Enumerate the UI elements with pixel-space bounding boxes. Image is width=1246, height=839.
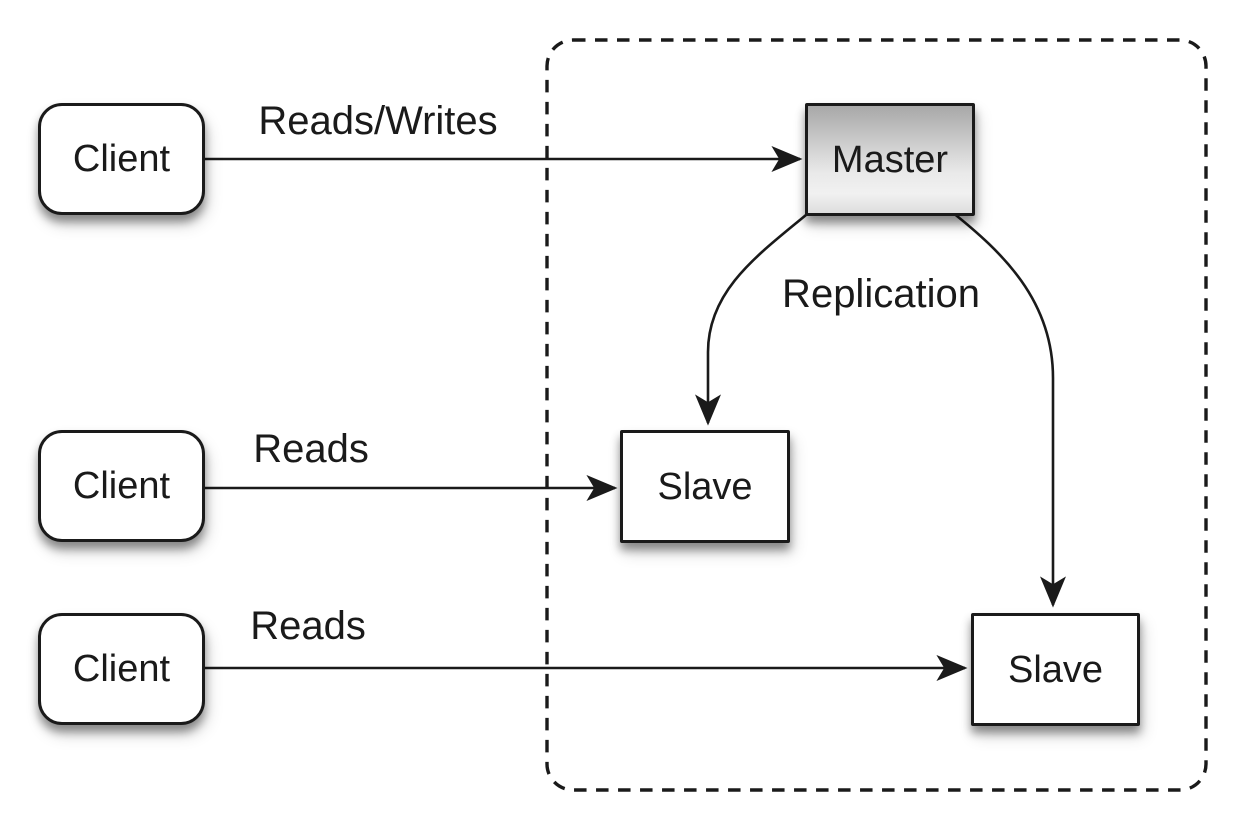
node-slave-bottom: Slave (971, 613, 1140, 726)
node-client-bottom: Client (38, 613, 205, 725)
node-master: Master (805, 103, 975, 216)
replication-boundary-dashed-box (545, 38, 1208, 792)
node-slave-bottom-label: Slave (1007, 648, 1104, 691)
node-slave-middle-label: Slave (657, 465, 753, 508)
edge-label-reads-writes: Reads/Writes (258, 99, 498, 143)
node-client-middle-label: Client (72, 465, 171, 507)
edge-label-reads-bottom: Reads (250, 604, 366, 648)
node-client-top-label: Client (72, 138, 171, 180)
edge-label-reads-middle: Reads (253, 427, 369, 471)
arrow-master-to-slave-middle (695, 209, 813, 426)
node-client-top: Client (38, 103, 205, 215)
node-master-label: Master (831, 138, 949, 181)
arrow-master-to-slave-bottom (951, 210, 1066, 608)
edge-label-replication: Replication (782, 272, 980, 316)
node-client-middle: Client (38, 430, 205, 542)
node-client-bottom-label: Client (72, 648, 171, 690)
node-slave-middle: Slave (620, 430, 790, 543)
